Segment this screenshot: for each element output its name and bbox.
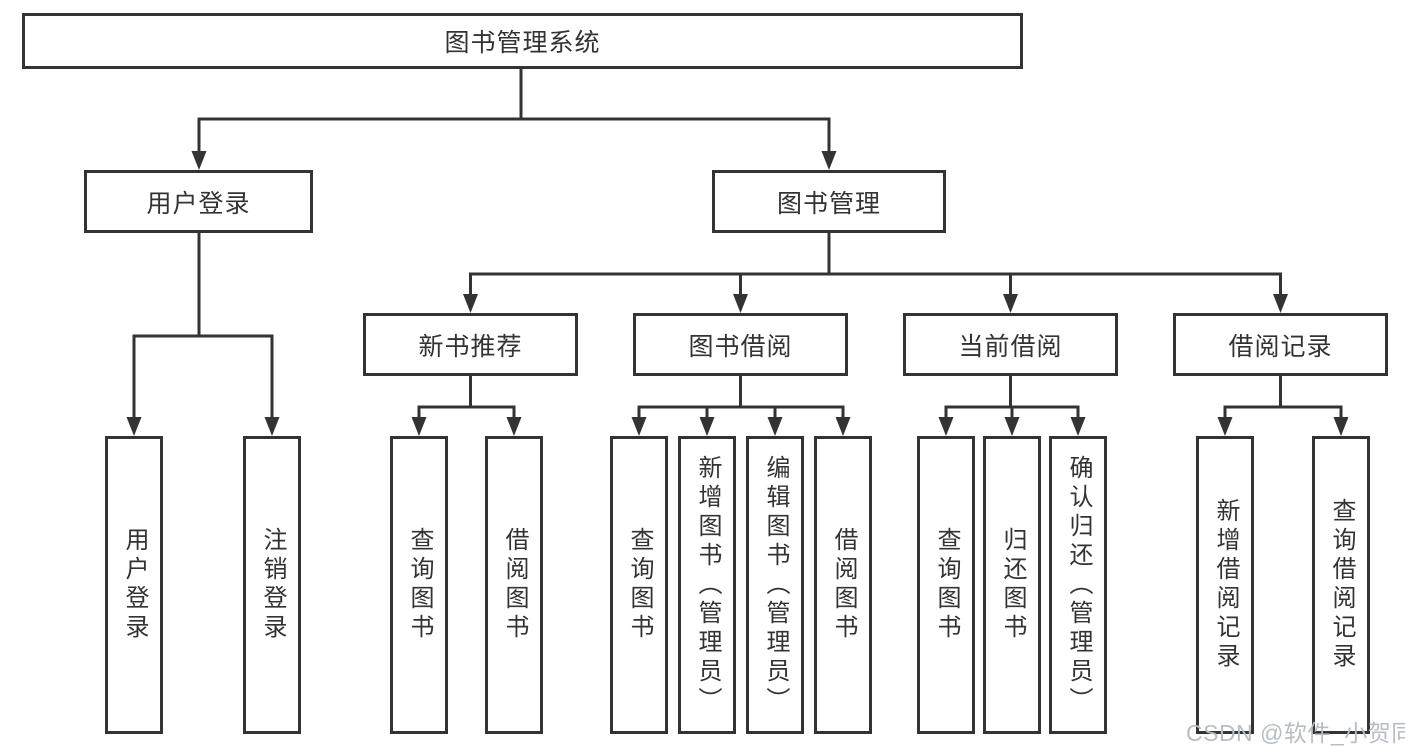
leaf-add-borrow-record: 新增借阅记录 [1196,436,1254,734]
watermark: CSDN @软件_小贺同学 [1186,720,1405,746]
node-label: 查询图书 [933,527,960,643]
leaf-edit-books-admin: 编辑图书（管理员） [746,436,804,734]
leaf-user-login: 用户登录 [105,436,163,734]
node-label: 借阅记录 [1228,332,1333,361]
node-borrow-records: 借阅记录 [1173,313,1388,376]
leaf-query-borrow-record: 查询借阅记录 [1312,436,1370,734]
leaf-confirm-return-admin: 确认归还（管理员） [1049,436,1107,734]
node-current-borrow: 当前借阅 [903,313,1118,376]
node-label: 借阅图书 [830,527,857,643]
node-label: 当前借阅 [958,332,1063,361]
leaf-query-books-recommend: 查询图书 [390,436,448,734]
node-label: 图书管理系统 [444,29,601,57]
node-label: 查询图书 [406,527,433,643]
arrowheads [126,151,1349,436]
node-user-login: 用户登录 [84,170,313,233]
node-book-borrow: 图书借阅 [633,313,848,376]
node-label: 用户登录 [121,527,148,643]
node-label: 查询图书 [626,527,653,643]
leaf-logout: 注销登录 [243,436,301,734]
node-label: 图书管理 [776,189,881,218]
node-new-book-recommend: 新书推荐 [363,313,578,376]
node-label: 编辑图书（管理员） [762,454,789,716]
node-label: 图书借阅 [688,332,793,361]
node-label: 注销登录 [259,527,286,643]
node-label: 查询借阅记录 [1328,498,1355,672]
node-label: 新书推荐 [418,332,523,361]
connector-paths [132,69,1343,421]
leaf-borrow-books: 借阅图书 [814,436,872,734]
leaf-query-books-current: 查询图书 [917,436,975,734]
leaf-borrow-books-recommend: 借阅图书 [485,436,543,734]
node-label: 用户登录 [146,189,251,218]
node-label: 确认归还（管理员） [1065,454,1092,716]
node-label: 新增图书（管理员） [694,454,721,716]
node-label: 新增借阅记录 [1212,498,1239,672]
node-label: 借阅图书 [501,527,528,643]
leaf-return-books: 归还图书 [983,436,1041,734]
leaf-query-books-borrow: 查询图书 [610,436,668,734]
leaf-add-books-admin: 新增图书（管理员） [678,436,736,734]
node-book-management: 图书管理 [712,170,946,233]
node-label: 归还图书 [999,527,1026,643]
node-root: 图书管理系统 [22,13,1023,69]
